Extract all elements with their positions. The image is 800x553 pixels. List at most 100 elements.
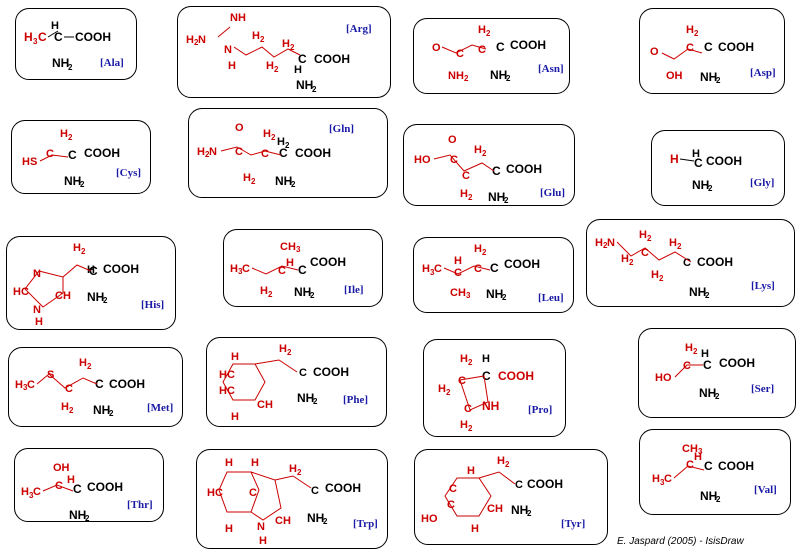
svg-text:CH: CH [55, 290, 71, 302]
svg-text:H: H [670, 152, 679, 166]
svg-text:2: 2 [271, 133, 276, 142]
svg-text:2: 2 [629, 258, 634, 267]
svg-text:H: H [474, 243, 482, 255]
svg-text:C: C [249, 487, 257, 499]
svg-text:2: 2 [290, 43, 295, 52]
svg-text:2: 2 [705, 291, 710, 300]
svg-text:COOH: COOH [75, 30, 111, 44]
svg-text:H: H [478, 24, 486, 36]
svg-text:C: C [458, 375, 466, 387]
svg-text:3: 3 [660, 478, 665, 487]
svg-text:C: C [95, 377, 104, 391]
svg-text:C: C [704, 40, 713, 54]
svg-text:2: 2 [659, 274, 664, 283]
svg-text:3: 3 [29, 491, 34, 500]
svg-text:H: H [87, 264, 95, 276]
svg-text:COOH: COOH [718, 40, 754, 54]
svg-text:NH: NH [69, 508, 86, 522]
svg-text:2: 2 [313, 397, 318, 406]
svg-text:NH: NH [87, 290, 104, 304]
svg-text:H: H [621, 253, 629, 265]
svg-text:2: 2 [297, 468, 302, 477]
svg-text:C: C [68, 148, 77, 162]
svg-text:H: H [460, 419, 468, 431]
code-label-ser: [Ser] [751, 383, 775, 395]
svg-text:O: O [650, 46, 659, 58]
svg-text:3: 3 [33, 37, 38, 46]
structure-gly: H H C COOH NH2 [670, 148, 742, 193]
code-label-gln: [Gln] [329, 123, 355, 135]
svg-text:O: O [432, 42, 441, 54]
svg-text:COOH: COOH [325, 481, 361, 495]
svg-text:O: O [235, 122, 244, 134]
svg-text:CH: CH [487, 503, 503, 515]
svg-text:H: H [294, 64, 302, 76]
svg-text:HO: HO [421, 513, 438, 525]
svg-text:2: 2 [708, 184, 713, 193]
svg-text:C: C [46, 148, 54, 160]
svg-text:H: H [651, 269, 659, 281]
svg-text:C: C [694, 156, 703, 170]
svg-text:2: 2 [446, 388, 451, 397]
code-label-asp: [Asp] [750, 67, 776, 79]
svg-text:2: 2 [251, 177, 256, 186]
svg-text:H: H [260, 285, 268, 297]
svg-text:H: H [263, 128, 271, 140]
svg-text:3: 3 [466, 291, 471, 300]
svg-text:C: C [27, 379, 35, 391]
svg-text:H: H [228, 60, 236, 72]
svg-text:2: 2 [693, 347, 698, 356]
svg-text:H: H [21, 486, 29, 498]
svg-text:H: H [67, 474, 75, 486]
svg-text:COOH: COOH [498, 369, 534, 383]
svg-text:C: C [38, 30, 47, 44]
svg-text:2: 2 [68, 133, 73, 142]
svg-text:C: C [298, 52, 307, 66]
svg-text:N: N [198, 34, 206, 46]
svg-text:2: 2 [310, 291, 315, 300]
svg-text:2: 2 [205, 150, 210, 159]
svg-text:H: H [73, 242, 81, 254]
svg-text:H: H [286, 257, 294, 269]
svg-text:COOH: COOH [87, 480, 123, 494]
svg-text:H: H [454, 255, 462, 267]
svg-text:2: 2 [464, 74, 469, 83]
svg-text:HO: HO [655, 372, 672, 384]
svg-text:C: C [703, 358, 712, 372]
svg-text:H: H [482, 353, 490, 365]
svg-text:2: 2 [87, 362, 92, 371]
svg-text:N: N [209, 146, 217, 158]
svg-text:CH: CH [450, 287, 466, 299]
svg-text:C: C [261, 148, 269, 160]
svg-text:COOH: COOH [314, 52, 350, 66]
svg-text:C: C [89, 264, 98, 278]
code-label-trp: [Trp] [353, 518, 378, 530]
code-label-gly: [Gly] [750, 177, 775, 189]
svg-text:2: 2 [694, 29, 699, 38]
svg-text:H: H [460, 188, 468, 200]
svg-text:C: C [704, 459, 713, 473]
code-label-glu: [Glu] [540, 187, 566, 199]
svg-text:NH: NH [689, 285, 706, 299]
svg-text:H: H [51, 20, 59, 32]
svg-text:C: C [464, 403, 472, 415]
svg-text:C: C [490, 261, 499, 275]
svg-text:N: N [257, 521, 265, 533]
svg-text:C: C [298, 263, 307, 277]
svg-text:2: 2 [268, 290, 273, 299]
svg-text:H: H [669, 237, 677, 249]
svg-text:2: 2 [677, 242, 682, 251]
